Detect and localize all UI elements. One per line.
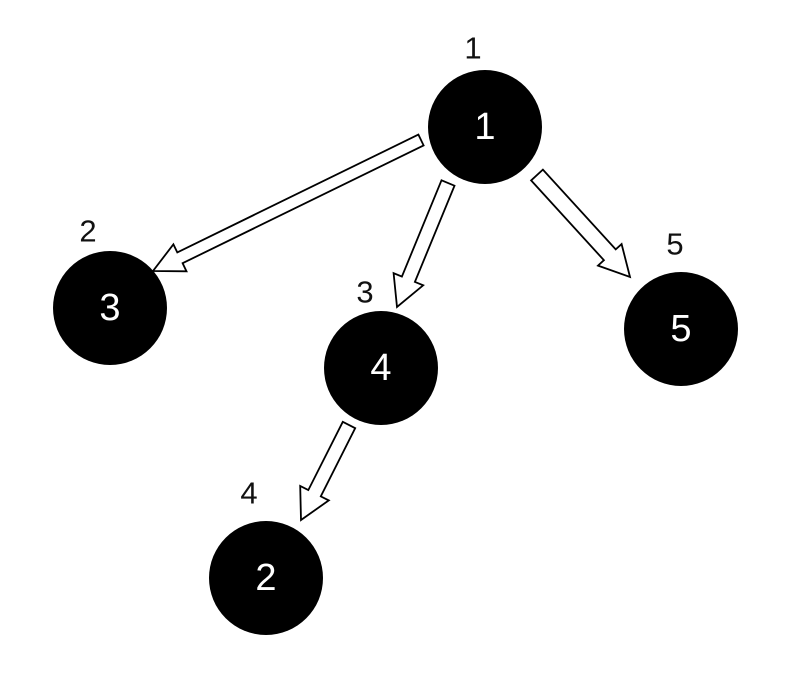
edge-arrow-n1-n3[interactable]	[151, 133, 425, 273]
node-order-label-n2: 4	[240, 476, 257, 511]
node-value-label-n1: 1	[474, 106, 495, 148]
node-circle-n5[interactable]	[624, 272, 738, 386]
node-value-label-n3: 3	[99, 287, 120, 329]
node-circle-n4[interactable]	[324, 311, 438, 425]
node-value-label-n4: 4	[370, 347, 391, 389]
node-order-label-n3: 2	[79, 214, 96, 249]
edge-arrow-n1-n5[interactable]	[529, 168, 632, 279]
node-circle-n3[interactable]	[53, 251, 167, 365]
node-order-label-n4: 3	[356, 275, 373, 310]
node-value-label-n5: 5	[670, 308, 691, 350]
edge-arrow-n1-n4[interactable]	[392, 179, 456, 309]
edge-arrow-n4-n2[interactable]	[299, 420, 357, 522]
node-circle-n2[interactable]	[209, 521, 323, 635]
node-value-label-n2: 2	[255, 557, 276, 599]
node-order-label-n5: 5	[666, 227, 683, 262]
node-order-label-n1: 1	[464, 31, 481, 66]
node-circle-n1[interactable]	[428, 70, 542, 184]
